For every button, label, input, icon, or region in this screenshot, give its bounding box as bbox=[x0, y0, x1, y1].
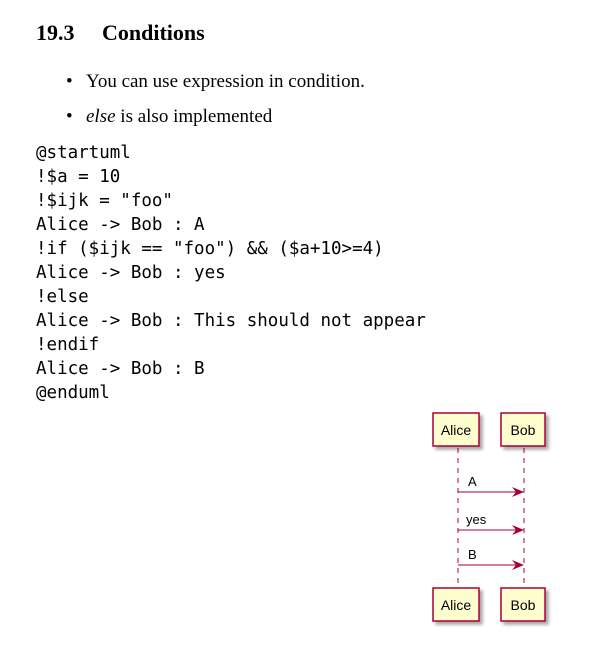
message-arrow: yes bbox=[458, 512, 524, 535]
svg-text:A: A bbox=[468, 474, 477, 489]
section-title: Conditions bbox=[102, 20, 205, 45]
code-line: @startuml bbox=[36, 143, 131, 163]
participant-bob-top: Bob bbox=[500, 412, 546, 447]
code-line: !endif bbox=[36, 335, 100, 355]
svg-text:Alice: Alice bbox=[441, 422, 472, 438]
code-line: Alice -> Bob : A bbox=[36, 215, 205, 235]
code-block: @startuml !$a = 10 !$ijk = "foo" Alice -> B… bbox=[36, 141, 426, 405]
sequence-diagram-svg: Alice Bob A yes B Alice bbox=[432, 412, 546, 622]
bullet-icon: • bbox=[66, 71, 73, 92]
bullet-icon: • bbox=[66, 106, 73, 127]
code-line: !$ijk = "foo" bbox=[36, 191, 173, 211]
svg-text:Bob: Bob bbox=[511, 422, 536, 438]
svg-text:Alice: Alice bbox=[441, 597, 472, 613]
bullet-text: is also implemented bbox=[115, 106, 273, 127]
sequence-diagram: Alice Bob A yes B Alice bbox=[420, 405, 595, 645]
code-line: !if ($ijk == "foo") && ($a+10>=4) bbox=[36, 239, 384, 259]
message-arrow: B bbox=[458, 547, 524, 570]
svg-text:Bob: Bob bbox=[511, 597, 536, 613]
bullet-text: You can use expression in condition. bbox=[86, 71, 365, 92]
code-line: Alice -> Bob : yes bbox=[36, 263, 226, 283]
section-number: 19.3 bbox=[36, 20, 75, 45]
participant-alice-top: Alice bbox=[432, 412, 480, 447]
code-line: !else bbox=[36, 287, 89, 307]
bullet-italic-keyword: else bbox=[86, 106, 116, 127]
message-arrow: A bbox=[458, 474, 524, 497]
code-line: !$a = 10 bbox=[36, 167, 121, 187]
code-line: Alice -> Bob : B bbox=[36, 359, 205, 379]
participant-bob-bottom: Bob bbox=[500, 587, 546, 622]
section-heading: 19.3 Conditions bbox=[36, 20, 205, 46]
code-line: Alice -> Bob : This should not appear bbox=[36, 311, 426, 331]
svg-text:B: B bbox=[468, 547, 477, 562]
code-line: @enduml bbox=[36, 383, 110, 403]
svg-text:yes: yes bbox=[466, 512, 487, 527]
participant-alice-bottom: Alice bbox=[432, 587, 480, 622]
